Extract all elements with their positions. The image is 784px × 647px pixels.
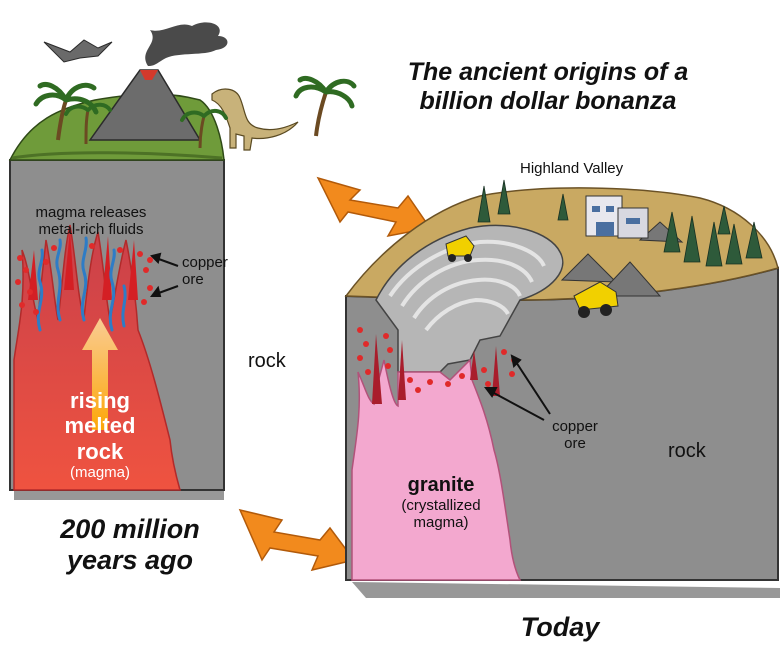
past-rock-label: rock xyxy=(248,350,286,373)
past-ore-line-2: ore xyxy=(182,271,242,288)
diagram-title: The ancient origins of a billion dollar … xyxy=(372,58,724,116)
pterodactyl-icon xyxy=(44,40,112,62)
magma-line-1: rising xyxy=(34,388,166,413)
magma-line-3: rock xyxy=(34,439,166,464)
place-label: Highland Valley xyxy=(520,160,623,177)
today-ore-line-1: copper xyxy=(540,418,610,435)
past-ore-line-1: copper xyxy=(182,254,242,271)
past-caption-line-2: years ago xyxy=(40,545,220,576)
today-ore-line-2: ore xyxy=(540,435,610,452)
today-block-shadow xyxy=(352,582,780,598)
today-block xyxy=(346,180,780,598)
fluids-line-2: metal-rich fluids xyxy=(26,221,156,238)
granite-line-3: magma) xyxy=(376,514,506,531)
title-line-1: The ancient origins of a xyxy=(372,58,724,87)
fluids-label: magma releases metal-rich fluids xyxy=(26,204,156,239)
magma-line-2: melted xyxy=(34,413,166,438)
granite-label: granite (crystallized magma) xyxy=(376,474,506,532)
magma-line-4: (magma) xyxy=(34,464,166,481)
today-rock-label: rock xyxy=(668,440,706,463)
today-ore-label: copper ore xyxy=(540,418,610,453)
granite-line-2: (crystallized xyxy=(376,497,506,514)
bottom-transition-arrow xyxy=(240,510,354,570)
granite-title: granite xyxy=(376,474,506,497)
magma-label: rising melted rock (magma) xyxy=(34,388,166,481)
fluids-line-1: magma releases xyxy=(26,204,156,221)
past-caption: 200 million years ago xyxy=(40,514,220,576)
past-caption-line-1: 200 million xyxy=(40,514,220,545)
title-line-2: billion dollar bonanza xyxy=(372,87,724,116)
past-ore-label: copper ore xyxy=(182,254,242,289)
top-transition-arrow xyxy=(318,178,430,236)
today-caption: Today xyxy=(490,612,630,643)
